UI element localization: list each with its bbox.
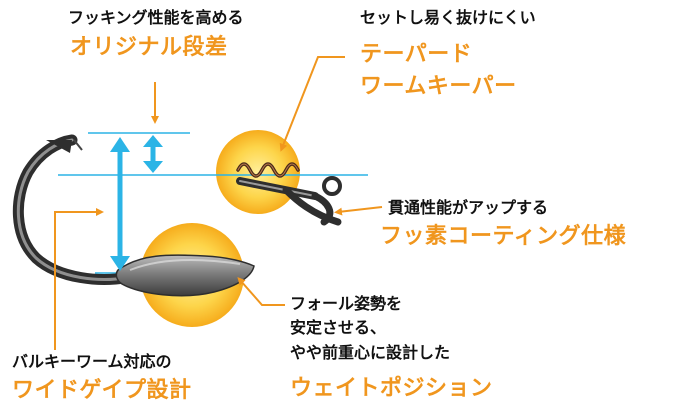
offset-caption: フッキング性能を高める (68, 8, 244, 27)
callout-lines (54, 56, 383, 350)
offset-title: オリジナル段差 (70, 35, 228, 60)
keeper-caption: セットし易く抜けにくい (360, 8, 536, 27)
keeper-title-line-1: テーパード (360, 42, 473, 67)
hook (12, 134, 221, 285)
hook-eye (322, 176, 342, 196)
wide-gape-title: ワイドゲイプ設計 (12, 378, 192, 403)
offset-height-arrow (143, 135, 163, 173)
gape-width-arrow (110, 137, 130, 271)
hook-shank (236, 177, 342, 226)
coating-caption: 貫通性能がアップする (388, 198, 549, 217)
weight-title: ウェイトポジション (290, 376, 493, 401)
keeper-title-line-2: ワームキーパー (360, 74, 517, 99)
weight-caption-line-2: 安定させる、 (290, 318, 387, 337)
coating-title: フッ素コーティング仕様 (380, 224, 627, 249)
keeper-highlight-bubble (216, 130, 300, 214)
weight-caption-line-3: やや前重心に設計した (290, 343, 451, 362)
weight-caption-line-1: フォール姿勢を (290, 294, 403, 313)
wide-gape-caption: バルキーワーム対応の (12, 352, 172, 371)
